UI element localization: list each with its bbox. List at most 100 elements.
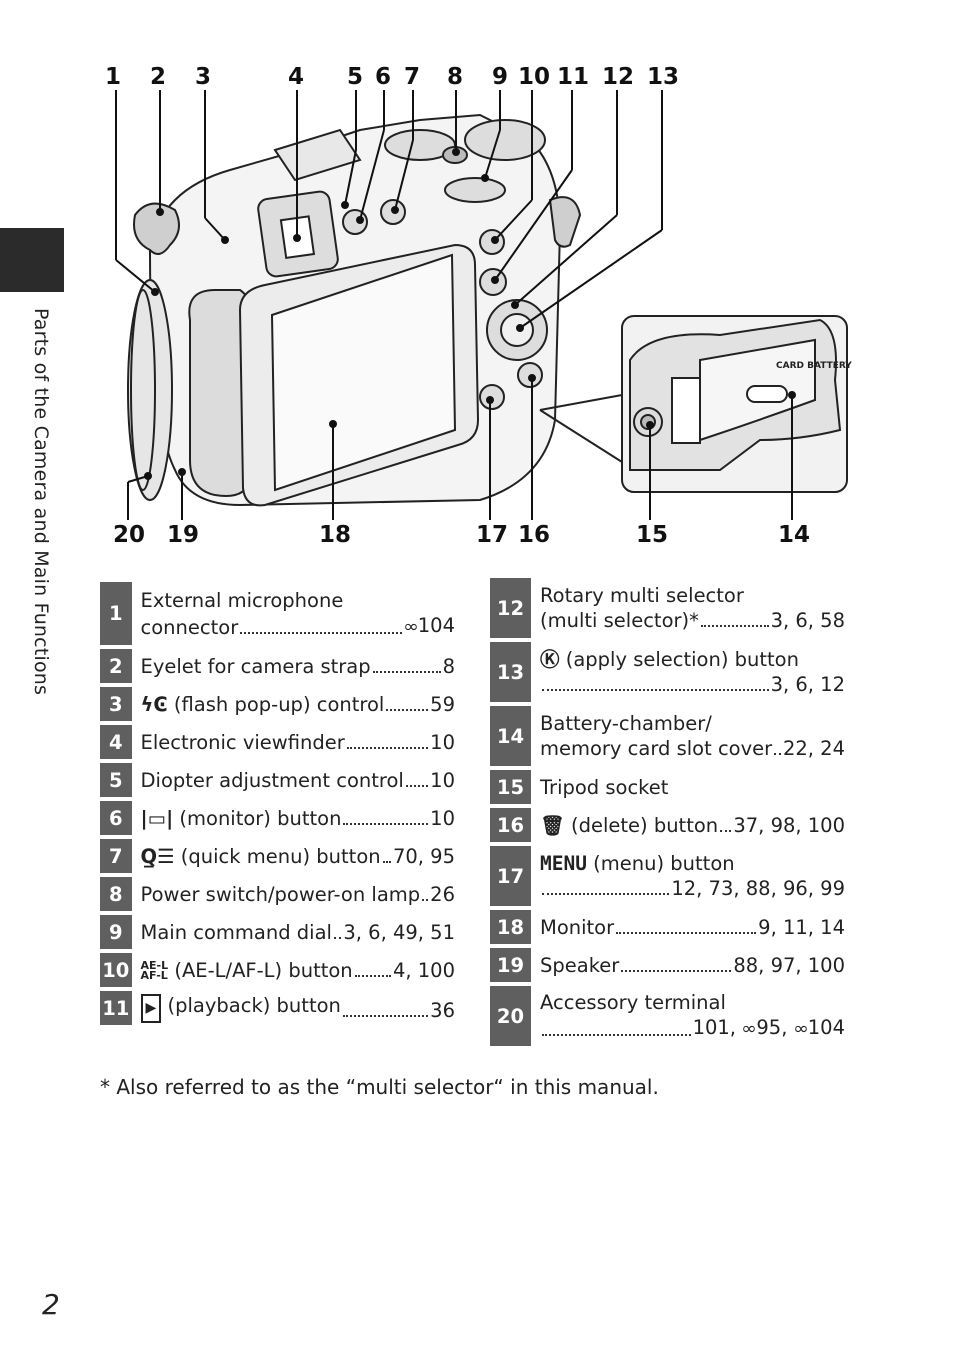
callout-5: 5	[347, 64, 364, 90]
part-label: (delete) button	[570, 813, 719, 837]
binoculars-icon: ∞	[741, 1019, 758, 1039]
callout-14: 14	[778, 522, 811, 548]
part-pages: 10	[430, 768, 455, 792]
part-pages: 26	[430, 882, 455, 906]
part-label: Main command dial	[140, 920, 332, 944]
part-label-line1: External microphone	[140, 588, 344, 612]
part-number: 1	[100, 582, 132, 645]
chapter-tab	[0, 228, 64, 292]
part-label: (flash pop-up) control	[173, 692, 385, 716]
part-label-line1: (menu) button	[593, 852, 735, 875]
callout-12: 12	[602, 64, 635, 90]
table-row: 5 Diopter adjustment control 10	[100, 763, 455, 797]
callout-4: 4	[288, 64, 305, 90]
part-pages-c: 104	[807, 1016, 845, 1039]
part-label-line1: Rotary multi selector	[540, 584, 744, 607]
part-number: 20	[490, 986, 531, 1046]
part-label: (multi selector)*	[540, 609, 699, 632]
part-pages: 3, 6, 49, 51	[343, 920, 455, 944]
parts-table-right: 12 Rotary multi selector (multi selector…	[490, 574, 845, 1050]
chapter-label: Parts of the Camera and Main Functions	[30, 308, 52, 696]
part-label-line1: Accessory terminal	[540, 991, 726, 1014]
monitor-icon: |▭|	[140, 806, 174, 830]
part-label: Power switch/power-on lamp	[140, 882, 421, 906]
table-row: 13 Ⓚ (apply selection) button 3, 6, 12	[490, 642, 845, 702]
part-number: 5	[100, 763, 132, 797]
callout-1: 1	[105, 64, 122, 90]
callout-10: 10	[518, 64, 551, 90]
part-label: Tripod socket	[540, 775, 669, 799]
callout-11: 11	[557, 64, 590, 90]
part-number: 19	[490, 948, 531, 982]
part-number: 2	[100, 649, 132, 683]
part-pages: 12, 73, 88, 96, 99	[671, 877, 845, 900]
part-label-line1: Battery-chamber/	[540, 712, 712, 735]
callout-13: 13	[647, 64, 680, 90]
binoculars-icon: ∞	[792, 1019, 809, 1039]
callout-18: 18	[319, 522, 352, 548]
playback-icon: ▶	[140, 994, 162, 1023]
part-pages: 3, 6, 12	[770, 673, 845, 696]
part-number: 14	[490, 706, 531, 766]
part-pages-b: 95,	[756, 1016, 794, 1039]
part-number: 12	[490, 578, 531, 638]
footnote: * Also referred to as the “multi selecto…	[100, 1075, 659, 1099]
parts-table-left: 1 External microphone connector∞104 2 Ey…	[100, 578, 455, 1029]
camera-illustration: CARD BATTERY	[115, 90, 852, 520]
part-label: Diopter adjustment control	[140, 768, 404, 792]
callout-3: 3	[195, 64, 212, 90]
part-pages: 70, 95	[392, 844, 455, 868]
callout-7: 7	[404, 64, 421, 90]
part-pages: 4, 100	[392, 958, 455, 982]
part-label: Monitor	[540, 915, 615, 939]
part-label: Speaker	[540, 953, 620, 977]
callout-6: 6	[375, 64, 392, 90]
callout-2: 2	[150, 64, 167, 90]
table-row: 19 Speaker 88, 97, 100	[490, 948, 845, 982]
part-number: 11	[100, 991, 132, 1025]
part-number: 3	[100, 687, 132, 721]
callout-15: 15	[636, 522, 669, 548]
quick-menu-icon: Q̲☰	[140, 844, 175, 868]
callout-9: 9	[492, 64, 509, 90]
part-number: 15	[490, 770, 531, 804]
callout-17: 17	[476, 522, 509, 548]
part-label: (monitor) button	[179, 806, 342, 830]
table-row: 15 Tripod socket	[490, 770, 845, 804]
part-label: Electronic viewfinder	[140, 730, 345, 754]
part-pages: 59	[430, 692, 455, 716]
battery-door-label: CARD BATTERY	[776, 361, 852, 371]
part-pages: 101,	[692, 1016, 743, 1039]
part-number: 17	[490, 846, 531, 906]
part-pages: 22, 24	[782, 737, 845, 760]
binoculars-icon: ∞	[402, 616, 419, 637]
part-pages: 88, 97, 100	[733, 953, 845, 977]
menu-icon: MENU	[540, 852, 587, 875]
part-number: 10	[100, 953, 132, 987]
part-label: (quick menu) button	[180, 844, 381, 868]
callout-16: 16	[518, 522, 551, 548]
part-pages: 9, 11, 14	[758, 915, 845, 939]
trash-icon: 🗑	[540, 813, 565, 837]
callout-8: 8	[447, 64, 464, 90]
part-label: Eyelet for camera strap	[140, 654, 371, 678]
callout-19: 19	[167, 522, 200, 548]
part-number: 13	[490, 642, 531, 702]
table-row: 1 External microphone connector∞104	[100, 582, 455, 645]
table-row: 17 MENU (menu) button 12, 73, 88, 96, 99	[490, 846, 845, 906]
part-label: memory card slot cover	[540, 737, 773, 760]
callout-20: 20	[113, 522, 146, 548]
table-row: 20 Accessory terminal 101, ∞95, ∞104	[490, 986, 845, 1046]
page-number: 2	[42, 1288, 60, 1321]
ok-icon: Ⓚ	[540, 648, 560, 671]
